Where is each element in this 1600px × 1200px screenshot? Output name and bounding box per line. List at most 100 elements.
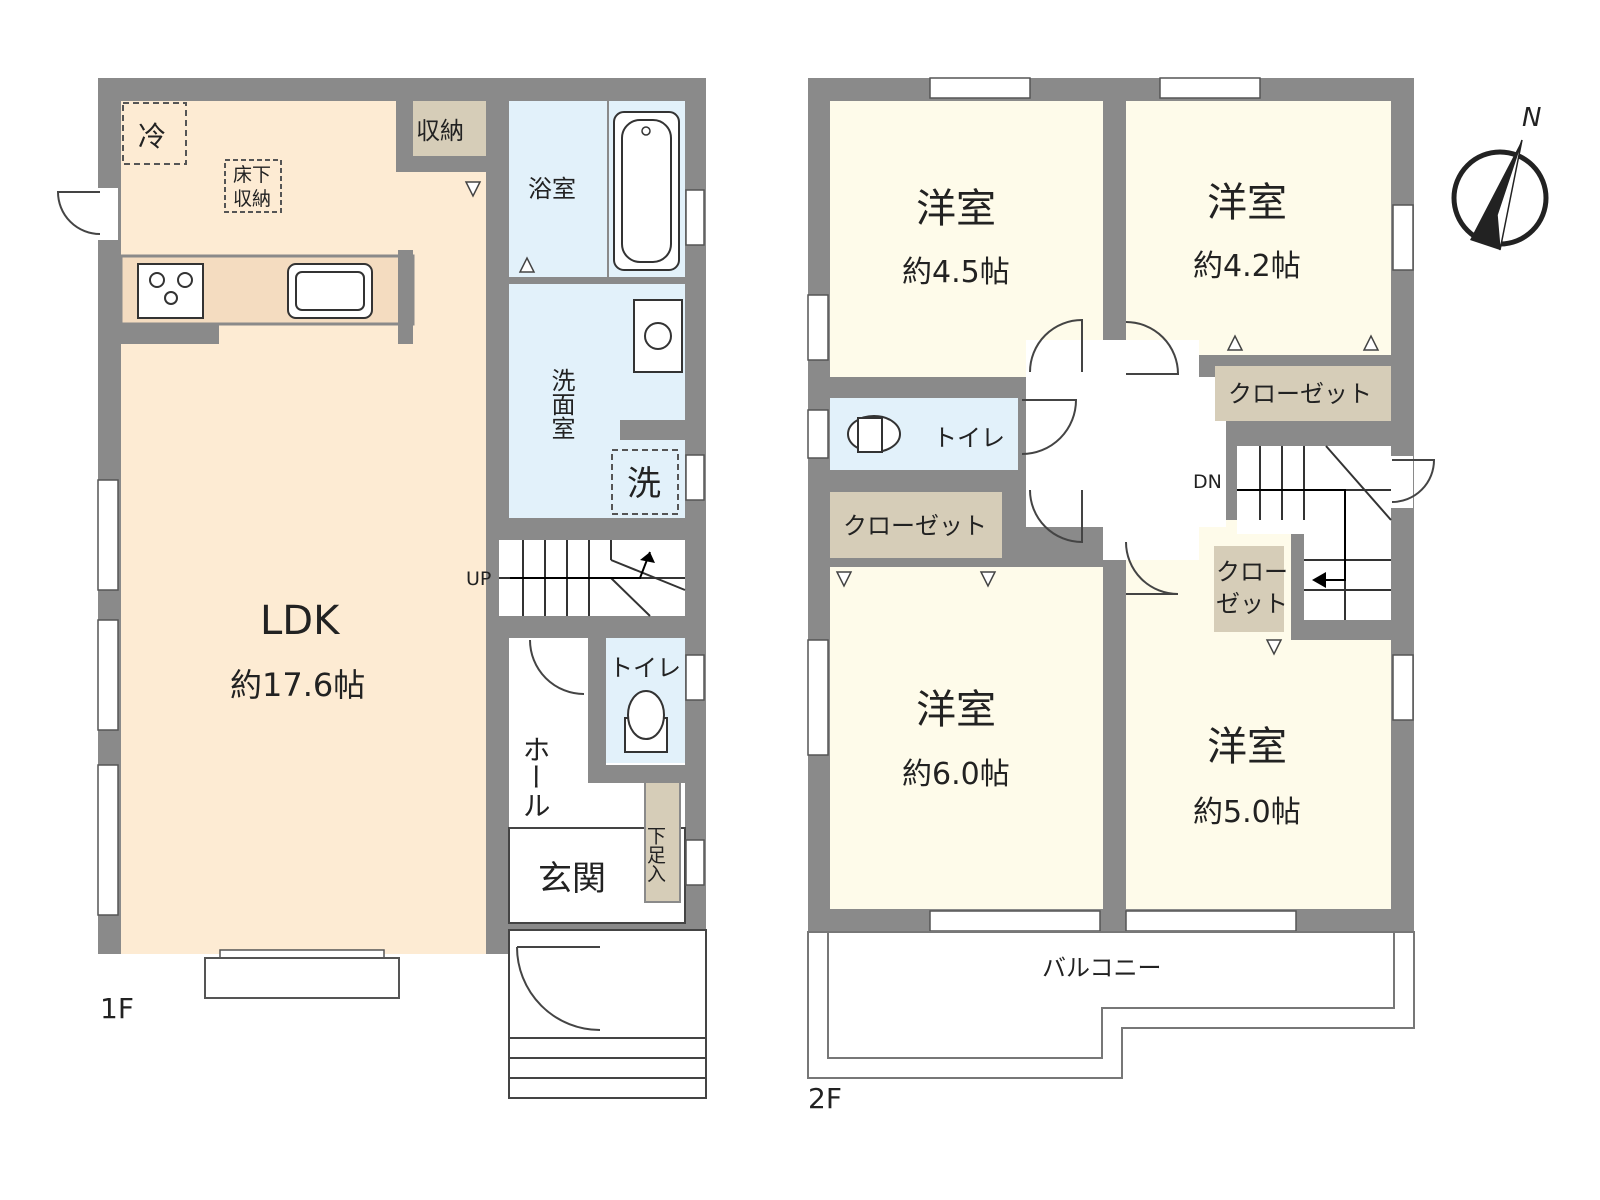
ldk-label: LDK [260, 598, 341, 644]
room-ne-name: 洋室 [1207, 180, 1287, 226]
bathroom-label: 浴室 [528, 175, 576, 203]
bathtub [613, 111, 680, 271]
window [685, 654, 705, 701]
stairs-2f-lower [1304, 520, 1391, 620]
washbasin-bowl [644, 322, 672, 350]
room-nw-name: 洋室 [916, 186, 996, 232]
room-se-name: 洋室 [1207, 724, 1287, 770]
toilet-2f-label: トイレ [933, 424, 1005, 452]
room-se-lower [1126, 640, 1391, 909]
ldk-size: 約17.6帖 [230, 666, 365, 704]
underfloor-storage-label-2: 収納 [233, 188, 271, 210]
room-nw-size: 約4.5帖 [902, 255, 1010, 290]
door-swing-icon [1265, 639, 1283, 656]
window [97, 764, 119, 916]
window [807, 294, 829, 361]
balcony-door-swing-icon [1391, 459, 1436, 503]
window [685, 454, 705, 501]
stair-arrowhead-icon [640, 552, 655, 563]
room-sw-size: 約6.0帖 [902, 757, 1010, 792]
closet-c [1214, 546, 1284, 632]
stair-arrowhead-icon [1312, 572, 1326, 588]
entrance-label: 玄関 [538, 859, 606, 899]
room-ne-size: 約4.2帖 [1193, 249, 1301, 284]
floor1-label: 1F [100, 992, 134, 1025]
stair-arrow-icon [1237, 489, 1346, 581]
window [685, 189, 705, 246]
washroom-label: 洗面室 [547, 368, 575, 440]
storage-closet-label: 収納 [416, 117, 464, 145]
toilet-bowl-icon [627, 690, 665, 740]
room-nw [830, 101, 1103, 377]
closet-c-label-2: ゼット [1216, 590, 1288, 618]
door-swing-icon [835, 571, 853, 588]
washer-label: 洗 [627, 464, 661, 504]
room-se-size: 約5.0帖 [1193, 795, 1301, 830]
entry-steps [508, 1037, 707, 1099]
closet-ne [1215, 366, 1391, 421]
door-swing-icon [1125, 541, 1179, 595]
bathroom-wall [607, 101, 609, 277]
kitchen-sink-basin [295, 271, 365, 311]
door-swing-icon [1021, 399, 1078, 455]
washbasin [633, 299, 683, 373]
ldk-floor [121, 101, 486, 954]
floor-1: 冷 床下 収納 収納 浴室 洗 洗面室 [56, 78, 707, 1099]
closet-c-label-1: クロー [1216, 558, 1288, 586]
compass-needle-icon [1470, 140, 1522, 250]
side-door-swing-icon [56, 191, 101, 235]
window [1392, 654, 1414, 721]
counter-wall [121, 324, 219, 344]
closet-w [830, 492, 1002, 558]
shoe-storage-label: 下足入 [644, 826, 666, 883]
underfloor-storage [224, 159, 282, 213]
floor-2: トイレ クローゼット クローゼット クロー ゼット DN [807, 77, 1436, 1115]
door-swing-icon [1226, 334, 1244, 351]
door-swing-icon [1029, 489, 1083, 544]
door-swing-icon [979, 571, 997, 588]
door-opening [98, 188, 118, 240]
counter-end-wall [398, 250, 413, 344]
fridge-space [122, 102, 187, 165]
washer-space [611, 449, 679, 515]
balcony-inner [827, 931, 1395, 1059]
door-swing-icon [518, 256, 536, 273]
closet-w-label: クローゼット [843, 512, 987, 540]
window [807, 409, 829, 459]
kitchen-sink [287, 263, 373, 319]
shoe-storage [644, 781, 681, 903]
stairs-dn-label: DN [1193, 471, 1222, 493]
burner-icon [149, 272, 165, 288]
closet-ne-label: クローゼット [1228, 380, 1372, 408]
door-swing-icon [464, 181, 482, 198]
door-swing-icon [529, 639, 585, 695]
bay-sill [204, 957, 400, 999]
balcony [807, 931, 1415, 1079]
window [1125, 910, 1297, 932]
balcony-label: バルコニー [1042, 954, 1162, 982]
toilet-tank [857, 417, 883, 453]
drain-icon [641, 126, 651, 136]
compass: N [1451, 103, 1549, 251]
toilet-1f-wall-bottom [588, 765, 685, 783]
underfloor-storage-label-1: 床下 [233, 164, 271, 186]
bathtub-basin [621, 119, 672, 263]
window [929, 77, 1031, 99]
hall-label: ホール [519, 735, 552, 819]
toilet-1f-wall [588, 638, 606, 783]
compass-north-label: N [1522, 103, 1541, 133]
window [219, 949, 385, 959]
window [929, 910, 1101, 932]
room-ne [1126, 101, 1391, 355]
floor2-label: 2F [808, 1082, 842, 1115]
stairs-up-label: UP [466, 568, 491, 590]
door-opening [1391, 456, 1413, 508]
stove [137, 263, 204, 319]
window [1392, 204, 1414, 271]
compass-needle-tail-icon [1496, 139, 1523, 251]
door-swing-icon [1362, 334, 1380, 351]
hallway-2f-mid [1103, 340, 1199, 560]
window [97, 479, 119, 591]
burner-icon [177, 272, 193, 288]
